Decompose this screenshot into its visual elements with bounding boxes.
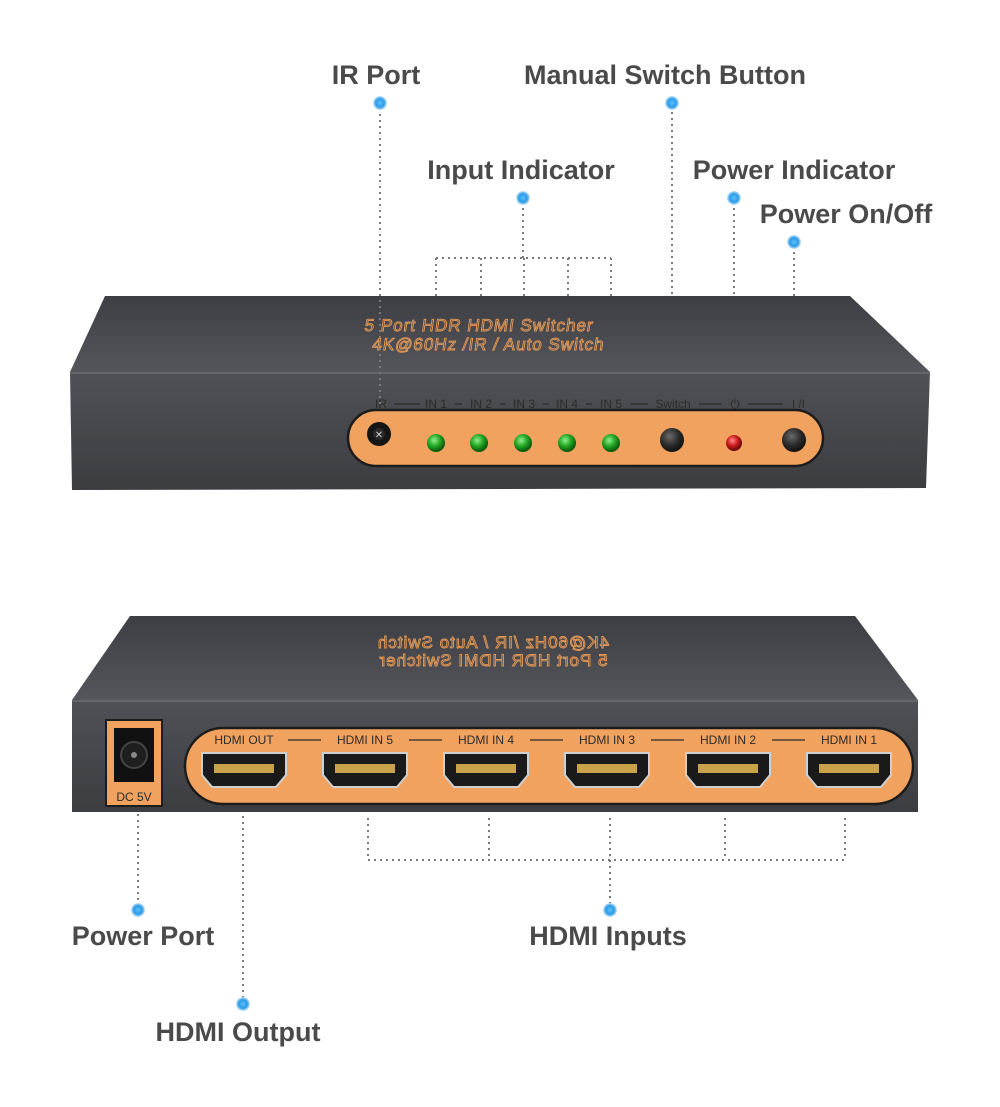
in2-label: IN 2 (470, 397, 492, 411)
hdmi-input-port: HDMI IN 2 (685, 733, 771, 788)
hdmi-port-contacts (335, 764, 395, 773)
in4-label: IN 4 (556, 397, 578, 411)
front-control-panel (346, 408, 825, 468)
hdmi-output-port: HDMI OUT (201, 733, 287, 788)
back-product-title: 5 Port HDR HDMI Switcher (379, 651, 608, 670)
ir-port-callout: IR Port (332, 60, 421, 90)
hdmi-input-port: HDMI IN 5 (322, 733, 408, 788)
hdmi-port-label: HDMI OUT (214, 733, 274, 747)
power-on-off-marker (787, 235, 801, 249)
svg-text:✕: ✕ (375, 430, 383, 441)
manual-switch-marker (665, 96, 679, 110)
input-indicator-callout: Input Indicator (427, 155, 615, 185)
hdmi-port-label: HDMI IN 3 (579, 733, 635, 747)
front-device-top (70, 296, 930, 372)
power-on-off-callout: Power On/Off (760, 199, 934, 229)
ir-sensor: ✕ (367, 422, 391, 446)
input-indicator-marker (516, 191, 530, 205)
ir-port-marker (373, 96, 387, 110)
power-led-symbol: ⏻ (730, 397, 740, 411)
leader-lines (137, 106, 846, 1000)
manual-switch-callout: Manual Switch Button (524, 60, 806, 90)
power-port-callout: Power Port (72, 921, 215, 951)
hdmi-port-contacts (456, 764, 516, 773)
hdmi-input-port: HDMI IN 4 (443, 733, 529, 788)
power-indicator-marker (727, 191, 741, 205)
front-product-title: 5 Port HDR HDMI Switcher (363, 316, 595, 335)
in5-label: IN 5 (600, 397, 622, 411)
back-device: 5 Port HDR HDMI Switcher 4K@60Hz /IR / A… (72, 616, 918, 812)
hdmi-port-label: HDMI IN 5 (337, 733, 393, 747)
hdmi-inputs-callout: HDMI Inputs (529, 921, 686, 951)
power-button-symbol: ⏽/I (789, 397, 805, 411)
input-1-led (427, 434, 445, 452)
power-indicator-led (726, 435, 742, 451)
switch-label: Switch (655, 397, 690, 411)
hdmi-port-contacts (214, 764, 274, 773)
manual-switch-button[interactable] (660, 428, 684, 452)
back-device-top (72, 616, 918, 700)
hdmi-port-label: HDMI IN 2 (700, 733, 756, 747)
front-product-subtitle: 4K@60Hz /IR / Auto Switch (371, 335, 606, 354)
callout-dots (131, 96, 801, 1011)
hdmi-port-contacts (819, 764, 879, 773)
input-2-led (470, 434, 488, 452)
hdmi-port-label: HDMI IN 1 (821, 733, 877, 747)
back-product-subtitle: 4K@60Hz /IR / Auto Switch (377, 633, 609, 652)
power-port-marker (131, 903, 145, 917)
hdmi-output-callout: HDMI Output (156, 1017, 321, 1047)
hdmi-output-marker (236, 997, 250, 1011)
power-indicator-callout: Power Indicator (693, 155, 896, 185)
dc-label: DC 5V (116, 790, 151, 804)
input-5-led (602, 434, 620, 452)
ir-label: IR (375, 397, 387, 411)
hdmi-port-label: HDMI IN 4 (458, 733, 514, 747)
hdmi-input-port: HDMI IN 1 (806, 733, 892, 788)
hdmi-port-contacts (698, 764, 758, 773)
hdmi-input-port: HDMI IN 3 (564, 733, 650, 788)
power-on-off-button[interactable] (782, 428, 806, 452)
in3-label: IN 3 (513, 397, 535, 411)
in1-label: IN 1 (425, 397, 447, 411)
hdmi-inputs-marker (603, 903, 617, 917)
hdmi-port-contacts (577, 764, 637, 773)
front-device: 5 Port HDR HDMI Switcher 4K@60Hz /IR / A… (70, 296, 930, 490)
input-3-led (514, 434, 532, 452)
input-4-led (558, 434, 576, 452)
dc-power-port: DC 5V (105, 719, 163, 807)
callout-labels: IR Port Manual Switch Button Input Indic… (72, 60, 934, 1047)
